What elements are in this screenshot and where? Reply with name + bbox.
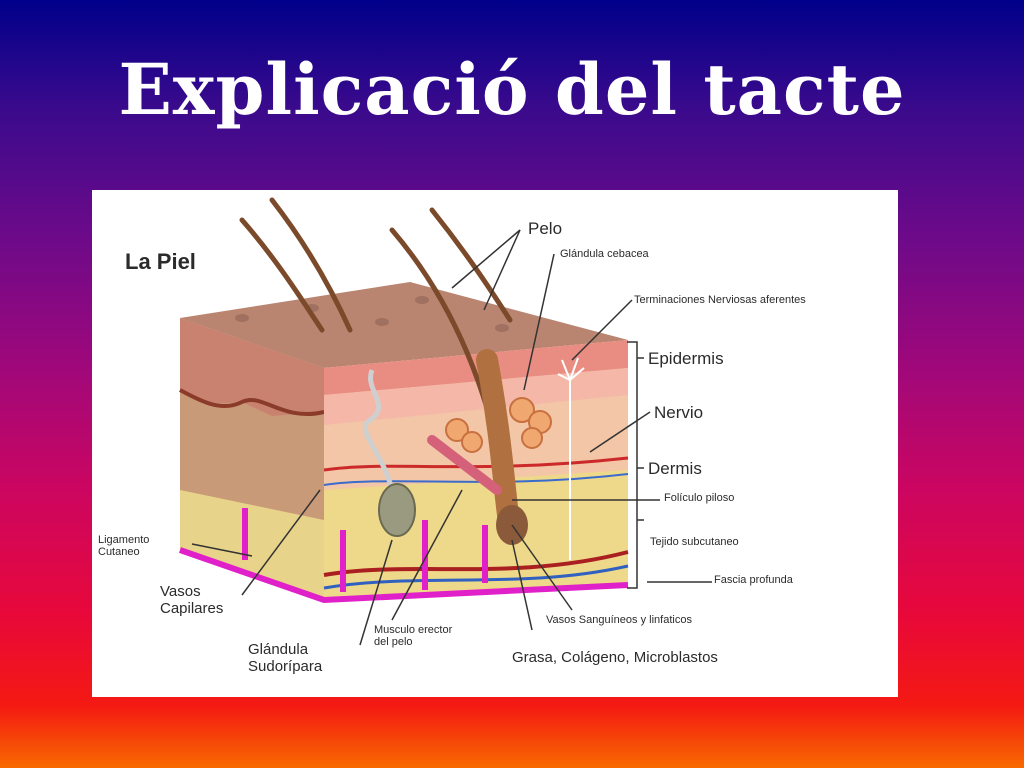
sweat-gland — [362, 369, 416, 537]
label-glandula-sudoripara: Glándula Sudorípara — [248, 641, 323, 675]
slide-title: Explicació del tacte — [118, 48, 906, 131]
label-musculo-line2: del pelo — [374, 636, 413, 649]
label-tejido-subcutaneo: Tejido subcutaneo — [650, 536, 739, 548]
label-musculo-erector: Musculo erector del pelo — [374, 624, 452, 648]
label-foliculo-piloso: Folículo piloso — [664, 492, 735, 504]
label-sudoripara-line1: Glándula — [248, 641, 309, 658]
label-ligamento-cutaneo: Ligamento Cutaneo — [98, 534, 149, 558]
sebaceous-gland — [445, 397, 552, 453]
label-vasos-capilares: Vasos Capilares — [160, 583, 224, 617]
skin-block-left-face — [179, 318, 325, 600]
label-musculo-line1: Musculo erector — [374, 624, 453, 636]
label-ligamento-line1: Ligamento — [98, 534, 150, 546]
label-epidermis: Epidermis — [648, 349, 724, 368]
leader-lines — [191, 229, 712, 646]
label-fascia-profunda: Fascia profunda — [714, 574, 793, 586]
label-vasos-capilares-line1: Vasos — [160, 583, 201, 600]
skin-illustration — [179, 197, 712, 646]
label-pelo: Pelo — [528, 219, 563, 238]
nerve — [557, 357, 585, 560]
fascia-layer — [179, 508, 629, 604]
label-vasos-sanguineos: Vasos Sanguíneos y linfaticos — [546, 614, 692, 626]
label-dermis: Dermis — [648, 459, 702, 478]
label-sudoripara-line2: Sudorípara — [248, 657, 323, 675]
erector-muscle — [427, 435, 502, 495]
label-ligamento-line2: Cutaneo — [98, 546, 140, 559]
label-terminaciones-nerviosas: Terminaciones Nerviosas aferentes — [634, 294, 806, 306]
label-glandula-sebacea: Glándula cebacea — [560, 248, 649, 260]
skin-block-top-face — [180, 282, 628, 368]
label-vasos-capilares-line2: Capilares — [160, 599, 224, 617]
label-grasa: Grasa, Colágeno, Microblastos — [512, 649, 718, 666]
figure-title: La Piel — [125, 249, 196, 274]
label-nervio: Nervio — [654, 403, 704, 422]
skin-diagram: La Piel Pelo Glándula cebacea Terminacio… — [92, 190, 898, 697]
